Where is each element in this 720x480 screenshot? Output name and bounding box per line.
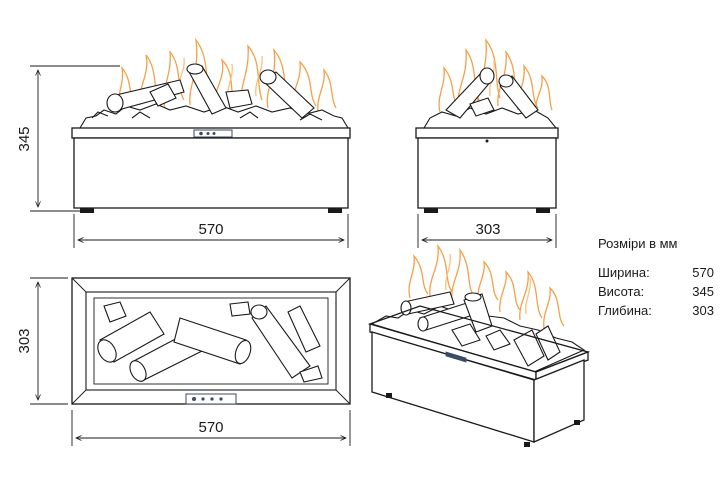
spec-value: 570	[692, 265, 714, 280]
spec-row-width: Ширина: 570	[598, 263, 714, 282]
top-width-dimension: 570	[71, 410, 351, 446]
side-foot-left	[424, 208, 438, 213]
spec-value: 345	[692, 284, 714, 299]
iso-log-bed	[370, 291, 586, 373]
side-foot-right	[536, 208, 550, 213]
front-foot-right	[328, 208, 342, 213]
spec-row-depth: Глибина: 303	[598, 301, 714, 320]
side-body	[417, 137, 557, 209]
top-log-bed	[97, 301, 323, 383]
top-view	[71, 277, 351, 405]
spec-row-height: Висота: 345	[598, 282, 714, 301]
spec-title: Розміри в мм	[598, 236, 678, 251]
iso-foot-left	[386, 393, 392, 398]
top-depth-dimension: 303	[16, 277, 68, 405]
side-depth-label: 303	[475, 221, 500, 238]
side-view	[415, 37, 559, 213]
side-depth-dimension: 303	[417, 214, 557, 248]
spec-value: 303	[692, 303, 714, 318]
front-height-dimension: 345	[16, 65, 120, 212]
side-top-rim	[415, 127, 559, 139]
front-width-label: 570	[198, 221, 223, 238]
top-depth-label: 303	[16, 328, 33, 353]
front-log-bed	[79, 63, 349, 129]
iso-foot-mid	[524, 442, 530, 447]
front-height-label: 345	[16, 126, 33, 151]
isometric-view	[367, 243, 591, 447]
top-width-label: 570	[198, 419, 223, 436]
front-view	[71, 37, 351, 213]
side-log-bed	[423, 67, 558, 129]
dimensions-spec-panel: Розміри в мм Ширина: 570 Висота: 345 Гли…	[598, 236, 714, 320]
front-foot-left	[80, 208, 94, 213]
spec-label: Висота:	[598, 284, 645, 299]
front-body	[73, 137, 349, 209]
iso-side-face	[533, 359, 585, 443]
spec-label: Глибина:	[598, 303, 652, 318]
front-width-dimension: 570	[73, 214, 349, 248]
iso-flames	[408, 243, 565, 329]
iso-control-panel	[445, 351, 467, 363]
spec-label: Ширина:	[598, 265, 650, 280]
iso-foot-right	[574, 420, 580, 425]
